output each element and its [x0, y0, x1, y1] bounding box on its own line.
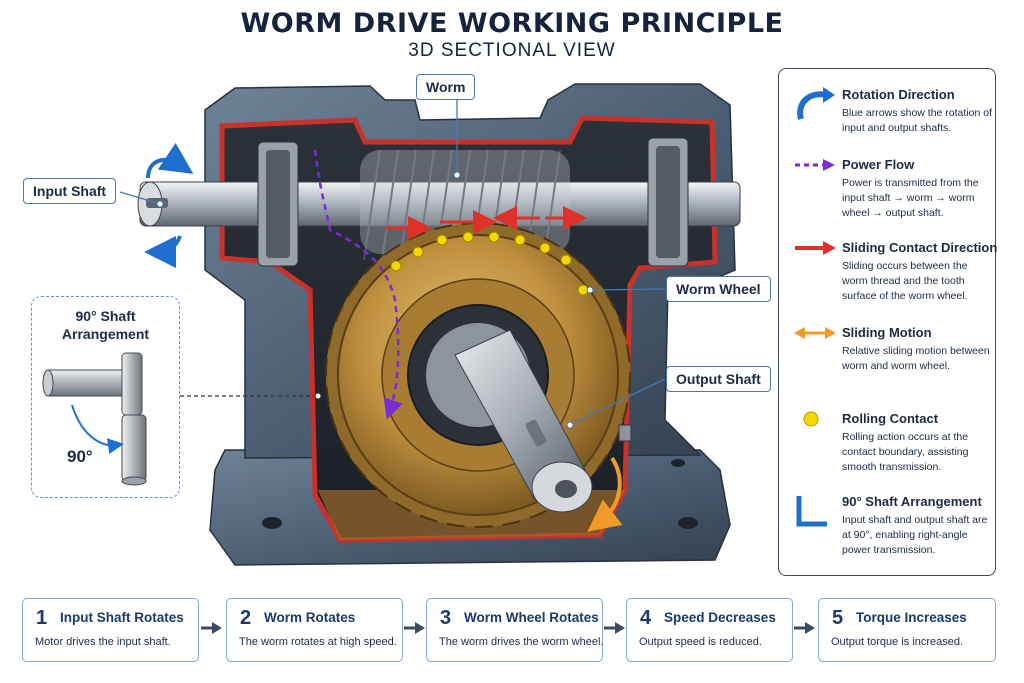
- legend-title: Sliding Motion: [842, 325, 932, 340]
- legend-panel: Rotation Direction Blue arrows show the …: [778, 68, 998, 576]
- flow-arrow-icon: [794, 622, 815, 634]
- right-angle-shaft-icon: [42, 352, 147, 486]
- legend-description: Blue arrows show the rotation of input a…: [842, 107, 992, 134]
- step-description: Motor drives the input shaft.: [35, 636, 171, 648]
- inset-title-line2: Arrangement: [61, 326, 150, 342]
- worm-label: Worm: [416, 74, 476, 100]
- rotation-arrow-icon: [797, 87, 835, 120]
- step-4: 4 Speed Decreases Output speed is reduce…: [626, 598, 793, 662]
- page-title: WORM DRIVE WORKING PRINCIPLE: [240, 8, 784, 39]
- legend-title: 90° Shaft Arrangement: [842, 494, 982, 509]
- worm-drive-illustration: [119, 83, 741, 566]
- inset-title: 90° Shaft Arrangement: [32, 307, 179, 343]
- legend-title: Power Flow: [842, 157, 915, 172]
- step-title: Worm Wheel Rotates: [464, 610, 599, 625]
- step-number: 1: [36, 607, 48, 629]
- inset-title-line1: 90° Shaft: [75, 308, 136, 324]
- legend-title: Rotation Direction: [842, 87, 955, 102]
- step-number: 3: [440, 607, 452, 629]
- legend-description: Relative sliding motion between worm and…: [842, 345, 990, 372]
- legend-description: Input shaft and output shaft are at 90°,…: [842, 514, 988, 556]
- legend-title: Sliding Contact Direction: [842, 240, 998, 255]
- red-arrow-icon: [795, 241, 836, 255]
- step-description: Output speed is reduced.: [639, 636, 762, 648]
- legend-title: Rolling Contact: [842, 411, 939, 426]
- worm-wheel-label: Worm Wheel: [666, 276, 771, 302]
- step-number: 2: [240, 607, 252, 629]
- step-5: 5 Torque Increases Output torque is incr…: [818, 598, 996, 662]
- flow-arrow-icon: [404, 622, 425, 634]
- angle-label: 90°: [67, 447, 93, 466]
- dashed-arrow-icon: [795, 159, 835, 171]
- output-shaft-label: Output Shaft: [666, 366, 771, 392]
- right-angle-icon: [796, 496, 827, 527]
- step-number: 4: [640, 607, 652, 629]
- legend-description: Sliding occurs between the worm thread a…: [842, 260, 968, 302]
- shaft-arrangement-inset: 90° Shaft Arrangement 90°: [31, 296, 180, 498]
- step-number: 5: [832, 607, 844, 629]
- legend-description: Rolling action occurs at the contact bou…: [842, 431, 969, 473]
- legend-description: Power is transmitted from the input shaf…: [842, 177, 979, 219]
- step-2: 2 Worm Rotates The worm rotates at high …: [226, 598, 403, 662]
- step-1: 1 Input Shaft Rotates Motor drives the i…: [22, 598, 199, 662]
- step-description: The worm rotates at high speed.: [239, 636, 397, 648]
- double-arrow-icon: [794, 327, 836, 339]
- flow-arrow-icon: [604, 622, 625, 634]
- page-subtitle: 3D SECTIONAL VIEW: [408, 40, 616, 61]
- step-description: The worm drives the worm wheel.: [439, 636, 604, 648]
- yellow-dot-icon: [803, 411, 819, 427]
- step-title: Speed Decreases: [664, 610, 776, 625]
- input-shaft-label: Input Shaft: [23, 178, 117, 204]
- step-title: Worm Rotates: [264, 610, 356, 625]
- step-description: Output torque is increased.: [831, 636, 964, 648]
- step-title: Input Shaft Rotates: [60, 610, 184, 625]
- flow-arrow-icon: [201, 622, 222, 634]
- step-title: Torque Increases: [856, 610, 967, 625]
- step-3: 3 Worm Wheel Rotates The worm drives the…: [426, 598, 603, 662]
